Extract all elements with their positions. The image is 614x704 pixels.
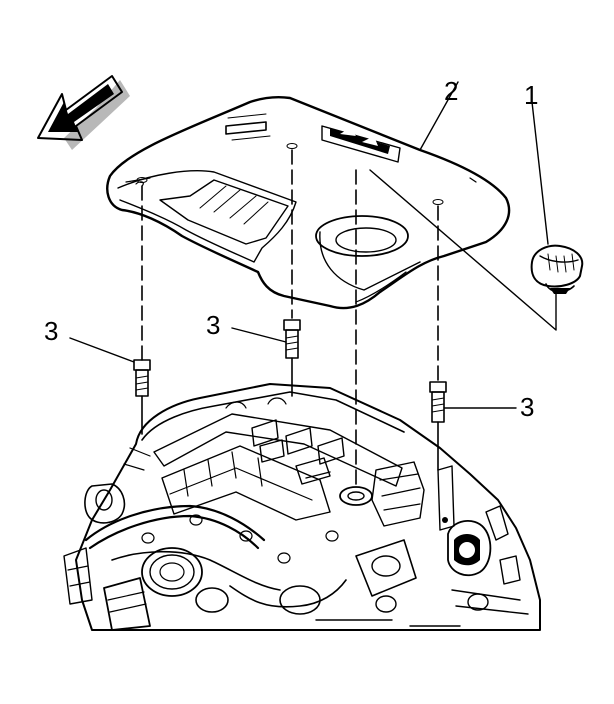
leader-item2 (419, 81, 459, 151)
leader-oil-cap-path (369, 169, 557, 331)
leader-item1 (531, 101, 549, 245)
front-direction-arrow-icon (37, 75, 130, 150)
engine-cover (106, 96, 511, 310)
oil-fill-cap (530, 244, 584, 294)
callout-item-3-left: 3 (44, 316, 58, 346)
bolt-right (429, 381, 447, 471)
leader-item3a (69, 337, 135, 363)
callout-item-3-center: 3 (206, 310, 220, 340)
leader-lines (69, 81, 557, 491)
engine-assembly (63, 383, 541, 631)
bolt-left (133, 359, 151, 435)
callout-labels: 1 2 3 3 3 (44, 76, 538, 422)
bolt-center (283, 319, 301, 397)
callout-item-2: 2 (444, 76, 458, 106)
cover-mounting-bolts (133, 319, 447, 471)
callout-item-1: 1 (524, 80, 538, 110)
callout-item-3-right: 3 (520, 392, 534, 422)
leader-item3b (231, 327, 287, 343)
